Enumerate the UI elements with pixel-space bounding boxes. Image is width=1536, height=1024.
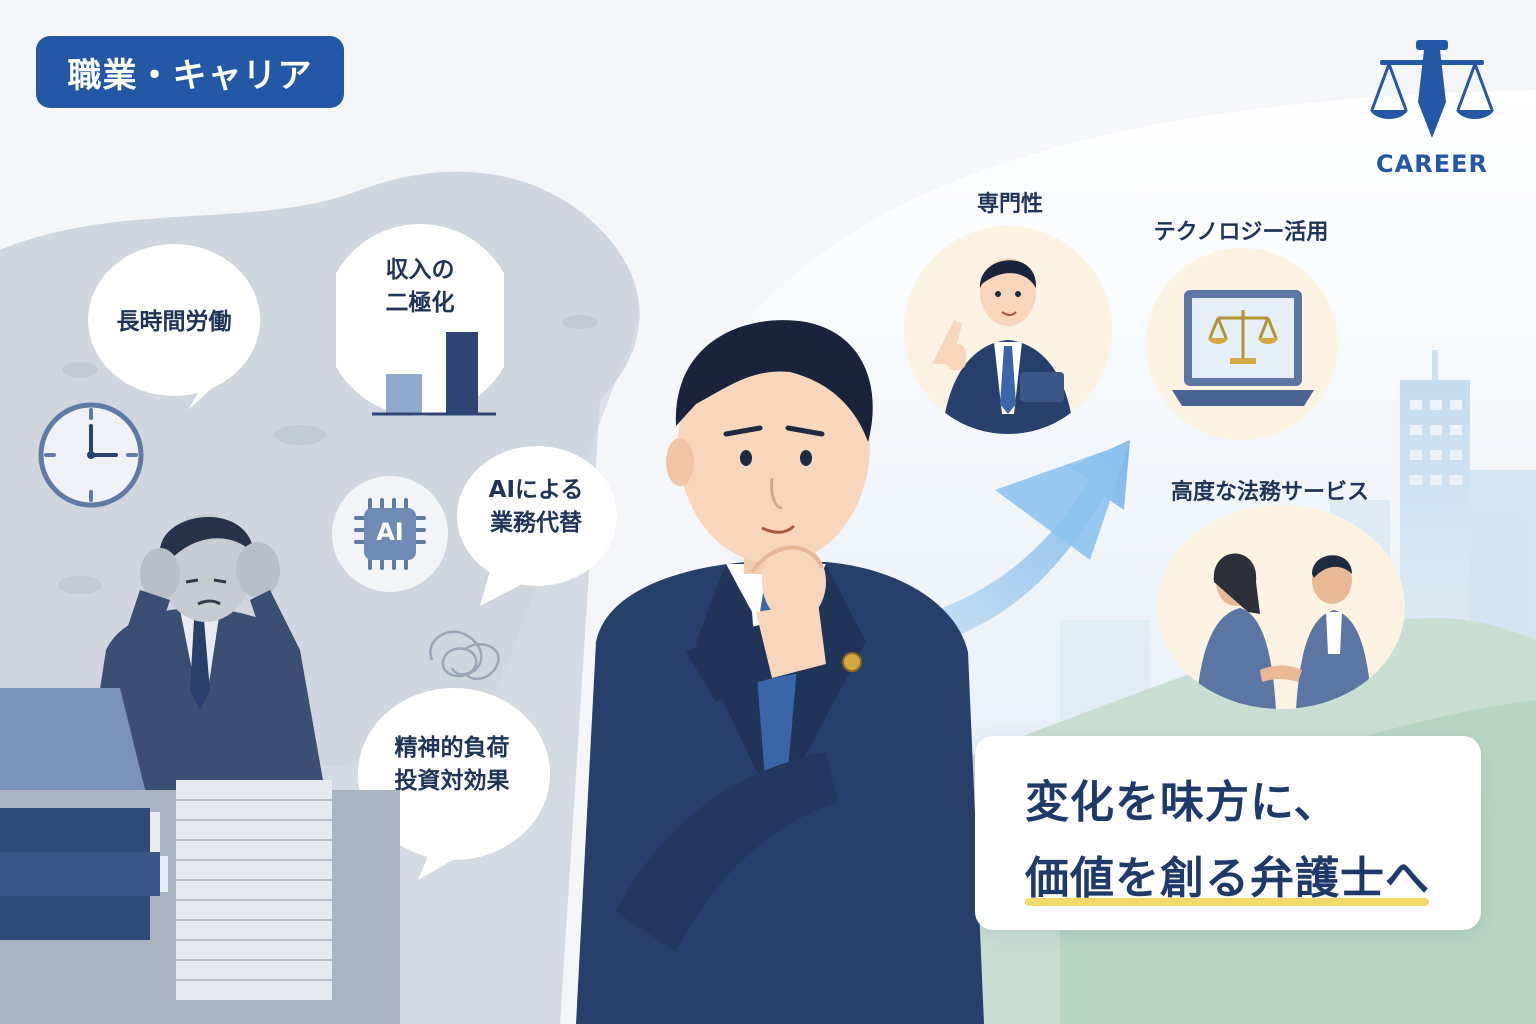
- ai-replacement-bubble: [457, 446, 617, 606]
- ai-replacement-line1: AIによる: [488, 477, 584, 503]
- expertise-circle: [904, 226, 1112, 434]
- expertise-label: 専門性: [976, 192, 1043, 217]
- stress-scribble-icon: [429, 630, 500, 681]
- ai-chip-label: AI: [376, 518, 404, 546]
- technology-circle: [1146, 248, 1338, 440]
- message-underline: [1025, 898, 1429, 906]
- long-hours-bubble: [88, 244, 260, 410]
- career-logo: CAREER: [1366, 40, 1498, 190]
- long-hours-text: 長時間労働: [116, 309, 232, 335]
- mental-load-bubble: [358, 688, 550, 880]
- income-bubble: [336, 224, 504, 416]
- ai-chip-bubble: [332, 476, 448, 592]
- mental-load-line2: 投資対効果: [394, 768, 510, 795]
- demand-line1: 高度な法務サービス: [1170, 480, 1369, 505]
- message-line1: 変化を味方に、: [1025, 777, 1339, 828]
- message-card: 変化を味方に、 価値を創る弁護士へ: [975, 736, 1481, 930]
- technology-label: テクノロジー活用: [1153, 220, 1329, 245]
- mental-load-line1: 精神的負荷: [394, 735, 510, 761]
- thinking-lawyer-illustration: [576, 320, 984, 1024]
- message-line2: 価値を創る弁護士へ: [1025, 853, 1430, 904]
- category-tag: 職業・キャリア: [36, 36, 344, 108]
- ai-replacement-line2: 業務代替: [490, 510, 582, 537]
- career-label: CAREER: [1376, 150, 1488, 178]
- scales-icon: [1208, 310, 1278, 360]
- stressed-lawyer-illustration: [0, 514, 400, 1024]
- income-line1: 収入の: [385, 257, 455, 283]
- scales-tie-icon: [1370, 40, 1494, 138]
- income-line2: 二極化: [385, 290, 455, 317]
- demand-circle: [1157, 505, 1405, 709]
- clock-icon: [38, 402, 144, 508]
